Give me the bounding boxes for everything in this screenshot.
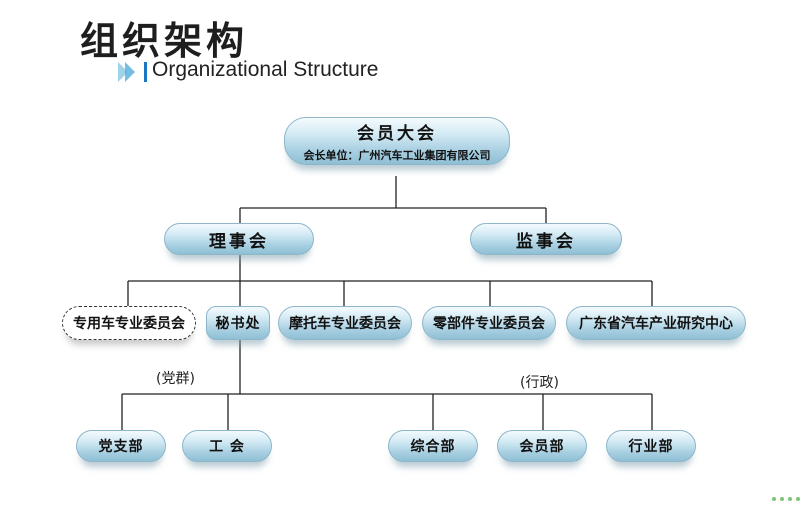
general-affairs-label: 综合部 (410, 439, 456, 455)
general-assembly-label: 会员大会 (357, 124, 437, 144)
motorcycle-committee-node: 摩托车专业委员会 (278, 306, 412, 340)
board-of-supervisors-label: 监事会 (516, 231, 576, 252)
labor-union-node: 工 会 (182, 430, 272, 462)
secretariat-node: 秘书处 (206, 306, 270, 340)
motorcycle-committee-label: 摩托车专业委员会 (289, 316, 401, 332)
membership-dept-node: 会员部 (497, 430, 587, 462)
double-chevron-icon (118, 62, 135, 82)
industry-dept-node: 行业部 (606, 430, 696, 462)
industry-dept-label: 行业部 (628, 439, 674, 455)
board-of-directors-node: 理事会 (164, 223, 314, 255)
general-affairs-node: 综合部 (388, 430, 478, 462)
board-of-supervisors-node: 监事会 (470, 223, 622, 255)
membership-dept-label: 会员部 (519, 439, 565, 455)
page-subtitle: Organizational Structure (152, 58, 379, 81)
party-group-label: (党群) (156, 371, 195, 387)
special-vehicle-committee-node: 专用车专业委员会 (62, 306, 196, 340)
labor-union-label: 工 会 (209, 439, 245, 455)
general-assembly-node: 会员大会 会长单位：广州汽车工业集团有限公司 (284, 117, 510, 165)
parts-committee-node: 零部件专业委员会 (422, 306, 556, 340)
page-title: 组织架构 (80, 18, 249, 63)
research-center-node: 广东省汽车产业研究中心 (566, 306, 746, 340)
secretariat-label: 秘书处 (215, 316, 261, 332)
admin-group-label: (行政) (520, 375, 559, 391)
decorative-dots (772, 497, 800, 501)
party-branch-label: 党支部 (98, 439, 144, 455)
president-unit-label: 会长单位：广州汽车工业集团有限公司 (303, 149, 491, 162)
party-branch-node: 党支部 (76, 430, 166, 462)
special-vehicle-committee-label: 专用车专业委员会 (73, 316, 185, 332)
board-of-directors-label: 理事会 (209, 231, 269, 252)
research-center-label: 广东省汽车产业研究中心 (579, 316, 733, 332)
parts-committee-label: 零部件专业委员会 (433, 316, 545, 332)
subtitle-bar (144, 62, 147, 82)
